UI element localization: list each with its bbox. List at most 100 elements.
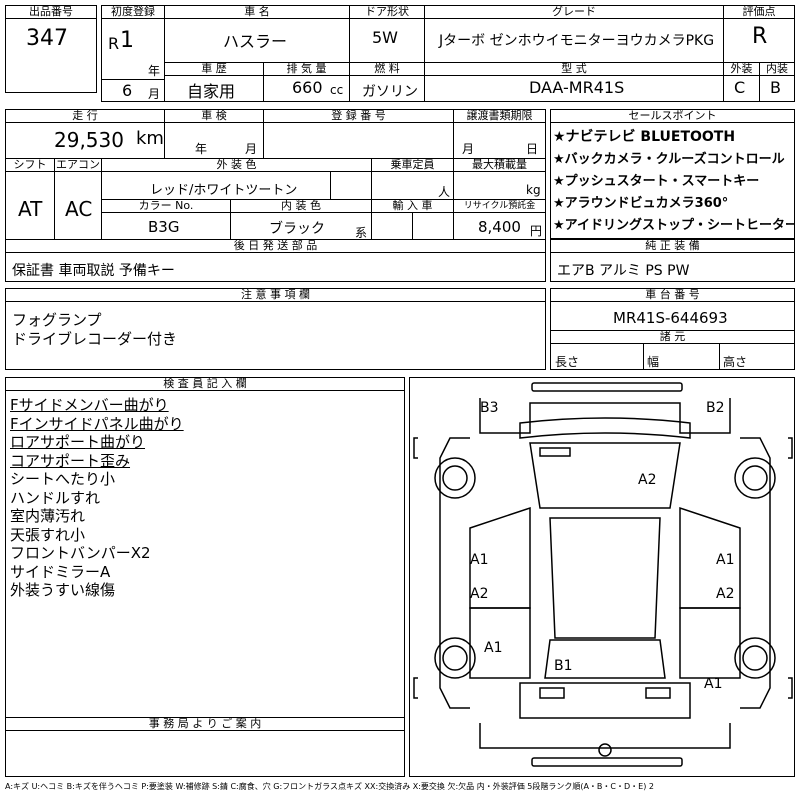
first-registration-label: 初度登録 [102, 6, 164, 19]
aircon-value: AC [65, 197, 93, 221]
ext-color-label: 外 装 色 [102, 159, 371, 172]
damage-mark-front-bumper: B1 [554, 658, 573, 674]
lot-number-label: 出品番号 [6, 6, 96, 19]
damage-mark-left-rear-door: A1 [470, 552, 489, 568]
shift-cell: シフト AT [5, 158, 55, 240]
car-name-cell: 車 名 ハスラー [164, 5, 350, 63]
color-no-value: B3G [148, 218, 180, 236]
model-cell: 型 式 DAA-MR41S [424, 62, 724, 102]
genuine-equip-value: エアB アルミ PS PW [557, 263, 690, 279]
registration-month: 6 [122, 81, 133, 100]
inspector-note-item: 外装うすい線傷 [10, 581, 116, 599]
shift-value: AT [18, 197, 43, 221]
int-color-value: ブラック [269, 221, 325, 237]
score-cell: 評価点 R [723, 5, 795, 63]
car-name-label: 車 名 [165, 6, 349, 19]
cc-unit: cc [330, 83, 344, 97]
int-score-value: B [770, 78, 781, 97]
damage-mark-right-rear-door: A1 [716, 552, 735, 568]
history-label: 車 歴 [165, 63, 263, 76]
ext-color-value: レッド/ホワイトツートン [150, 183, 298, 198]
inspector-note-item: ロアサポート曲がり [10, 433, 146, 451]
import-cell: 輸 入 車 [371, 199, 454, 240]
capacity-label: 乗車定員 [372, 159, 453, 172]
note-item: フォグランプ [12, 311, 102, 329]
car-damage-diagram: B3 B2 A2 A1 A1 A2 A2 A1 B1 A1 [409, 377, 795, 777]
grade-label: グレード [425, 6, 723, 19]
damage-mark-roof: A2 [638, 472, 657, 488]
door-value: 5W [372, 28, 398, 47]
selling-point-item: ★プッシュスタート・スマートキー [553, 174, 760, 189]
door-cell: ドア形状 5W [349, 5, 425, 63]
lot-number-cell: 出品番号 347 [5, 5, 97, 93]
chassis-value: MR41S-644693 [613, 309, 728, 327]
import-label: 輸 入 車 [372, 200, 453, 213]
length-label: 長さ [555, 355, 580, 369]
genuine-equip-label: 純 正 装 備 [551, 240, 794, 253]
overall-score: R [752, 24, 768, 49]
damage-mark-right-front-door: A2 [716, 586, 735, 602]
capacity-cell: 乗車定員 人 [371, 158, 454, 200]
kei-label: 系 [355, 226, 368, 240]
yen-unit: 円 [530, 224, 543, 238]
max-load-cell: 最大積載量 kg [453, 158, 546, 200]
registration-month-cell: 6 月 [101, 79, 165, 102]
displacement-label: 排 気 量 [264, 63, 349, 76]
transfer-month-unit: 月 [462, 142, 475, 156]
int-color-label: 内 装 色 [231, 200, 371, 213]
year-unit: 年 [148, 64, 161, 78]
aircon-cell: エアコン AC [54, 158, 102, 240]
ext-score-value: C [734, 78, 746, 97]
mileage-value: 29,530 [54, 128, 124, 152]
inspection-year-unit: 年 [195, 142, 208, 156]
office-notice-label: 事 務 局 よ り ご 案 内 [6, 718, 404, 731]
chassis-label: 車 台 番 号 [551, 289, 794, 302]
later-parts-value: 保証書 車両取説 予備キー [12, 263, 175, 279]
transfer-deadline-cell: 譲渡書類期限 月 日 [453, 109, 546, 159]
notes-label: 注 意 事 項 欄 [6, 289, 545, 302]
recycle-cell: リサイクル預託金 8,400 円 [453, 199, 546, 240]
door-label: ドア形状 [350, 6, 424, 19]
inspector-note-item: ハンドルすれ [10, 488, 101, 507]
color-no-cell: カラー No. B3G [101, 199, 231, 240]
model-value: DAA-MR41S [529, 78, 625, 97]
selling-point-item: ★アラウンドビュカメラ360° [553, 196, 729, 211]
office-notice-cell: 事 務 局 よ り ご 案 内 [5, 717, 405, 777]
displacement-value: 660 [292, 78, 323, 97]
history-value: 自家用 [187, 82, 236, 101]
inspector-note-item: Fサイドメンバー曲がり [10, 396, 169, 414]
grade-cell: グレード Jターボ ゼンホウイモニターヨウカメラPKG [424, 5, 724, 63]
inspector-note-item: フロントバンパーX2 [10, 544, 151, 562]
aircon-label: エアコン [55, 158, 101, 172]
person-unit: 人 [438, 185, 451, 199]
transfer-deadline-label: 譲渡書類期限 [454, 110, 545, 123]
mileage-label: 走 行 [6, 110, 164, 123]
registration-year: 1 [120, 28, 134, 53]
selling-points-cell: セールスポイント ★ナビテレビ BLUETOOTH★バックカメラ・クルーズコント… [550, 109, 795, 239]
dimensions-cell: 諸 元 長さ 幅 高さ [550, 330, 795, 370]
score-label: 評価点 [724, 6, 794, 19]
history-cell: 車 歴 自家用 [164, 62, 264, 102]
inspector-note-item: 天張すれ小 [10, 525, 86, 544]
fuel-cell: 燃 料 ガソリン [349, 62, 425, 102]
kg-unit: kg [526, 183, 541, 197]
damage-mark-rear-left: B3 [480, 400, 499, 416]
note-item: ドライブレコーダー付き [12, 330, 178, 348]
inspection-label: 車 検 [165, 110, 263, 123]
inspector-note-item: サイドミラーA [10, 562, 111, 581]
ext-score-label: 外装 [724, 63, 759, 76]
selling-point-item: ★ナビテレビ BLUETOOTH [553, 129, 736, 145]
selling-point-item: ★バックカメラ・クルーズコントロール [553, 152, 785, 167]
km-unit: km [136, 128, 164, 149]
displacement-cell: 排 気 量 660 cc [263, 62, 350, 102]
fuel-value: ガソリン [362, 84, 418, 100]
max-load-label: 最大積載量 [454, 159, 545, 172]
inspector-note-item: シートへたり小 [10, 470, 116, 488]
selling-point-item: ★アイドリングストップ・シートヒーター [553, 218, 795, 233]
genuine-equip-cell: 純 正 装 備 エアB アルミ PS PW [550, 239, 795, 282]
inspection-cell: 車 検 年 月 [164, 109, 264, 159]
inspector-notes-label: 検 査 員 記 入 欄 [6, 378, 404, 391]
damage-mark-left-fender: A1 [484, 640, 503, 656]
int-score-label: 内装 [760, 63, 794, 76]
